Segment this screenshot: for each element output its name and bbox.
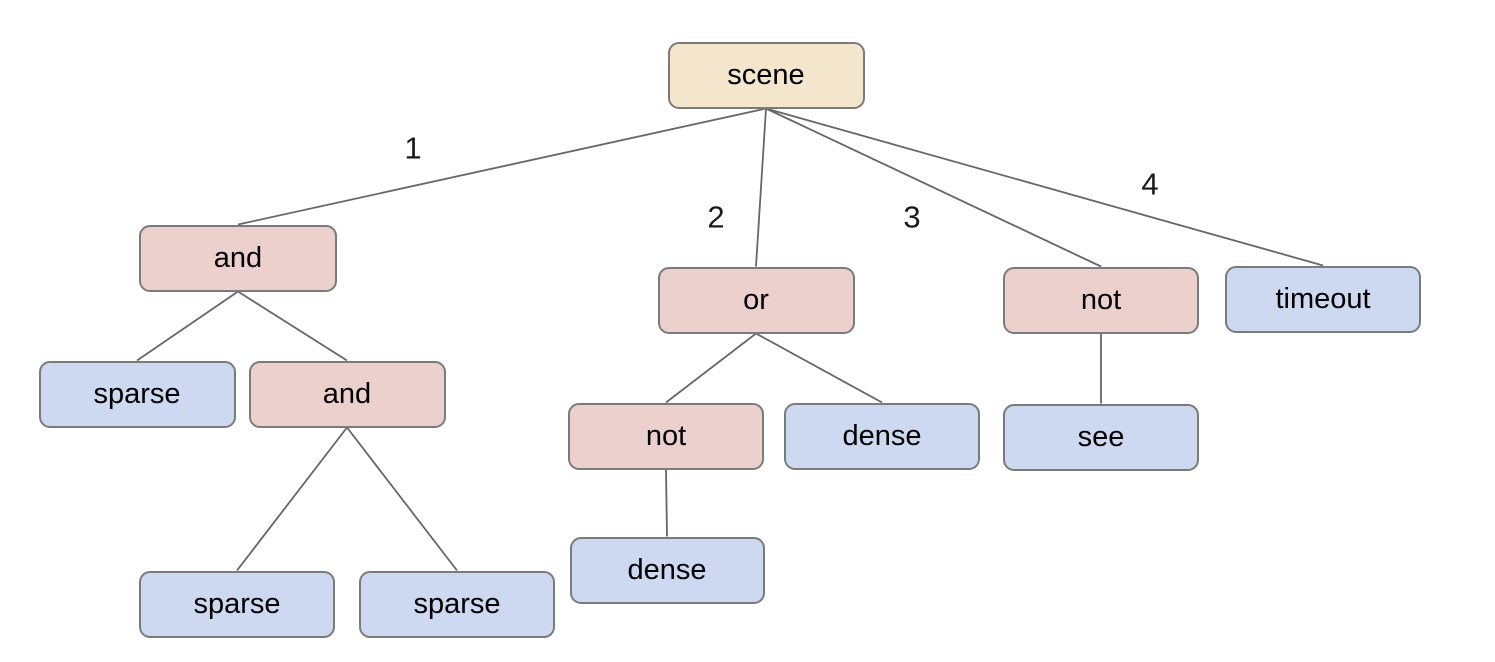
node-label: sparse [193,587,281,620]
edge-scene-to-or-1 [755,108,767,267]
node-see-1: see [1003,403,1199,471]
node-label: and [213,241,263,274]
edge-scene-to-timeout-1 [765,107,1324,267]
node-not-1: not [568,402,764,470]
edge-label-2: 2 [707,199,725,235]
node-label: scene [727,58,805,91]
node-label: and [322,377,372,410]
edge-label-1: 1 [404,130,422,166]
node-timeout-1: timeout [1225,265,1421,333]
node-label: timeout [1275,282,1371,315]
node-sparse-3: sparse [359,570,555,638]
node-scene: scene [667,41,865,109]
edge-and-2-to-sparse-2 [236,426,348,572]
node-sparse-2: sparse [139,570,335,638]
node-label: not [1080,283,1122,316]
node-or-1: or [657,266,855,334]
node-and-2: and [248,360,446,428]
node-dense-2: dense [569,536,765,604]
edge-label-3: 3 [903,199,921,235]
node-sparse-1: sparse [38,360,236,428]
node-label: not [645,419,687,452]
edge-not-1-to-dense-2 [665,469,668,537]
node-not-2: not [1003,266,1199,334]
node-label: dense [842,419,922,452]
node-dense-1: dense [784,402,980,470]
node-label: see [1077,420,1125,453]
edge-scene-to-not-2 [765,107,1102,268]
node-label: dense [627,553,707,586]
node-label: sparse [93,377,181,410]
edge-scene-to-and-1 [237,107,767,226]
edge-and-2-to-sparse-3 [346,426,458,572]
edge-and-1-to-sparse-1 [136,290,239,362]
edge-and-1-to-and-2 [237,290,348,362]
node-and-1: and [139,224,337,292]
edge-or-1-to-dense-1 [755,332,883,404]
node-label: or [743,283,769,316]
node-label: sparse [413,587,501,620]
edge-label-4: 4 [1141,166,1159,202]
edge-or-1-to-not-1 [665,332,757,404]
